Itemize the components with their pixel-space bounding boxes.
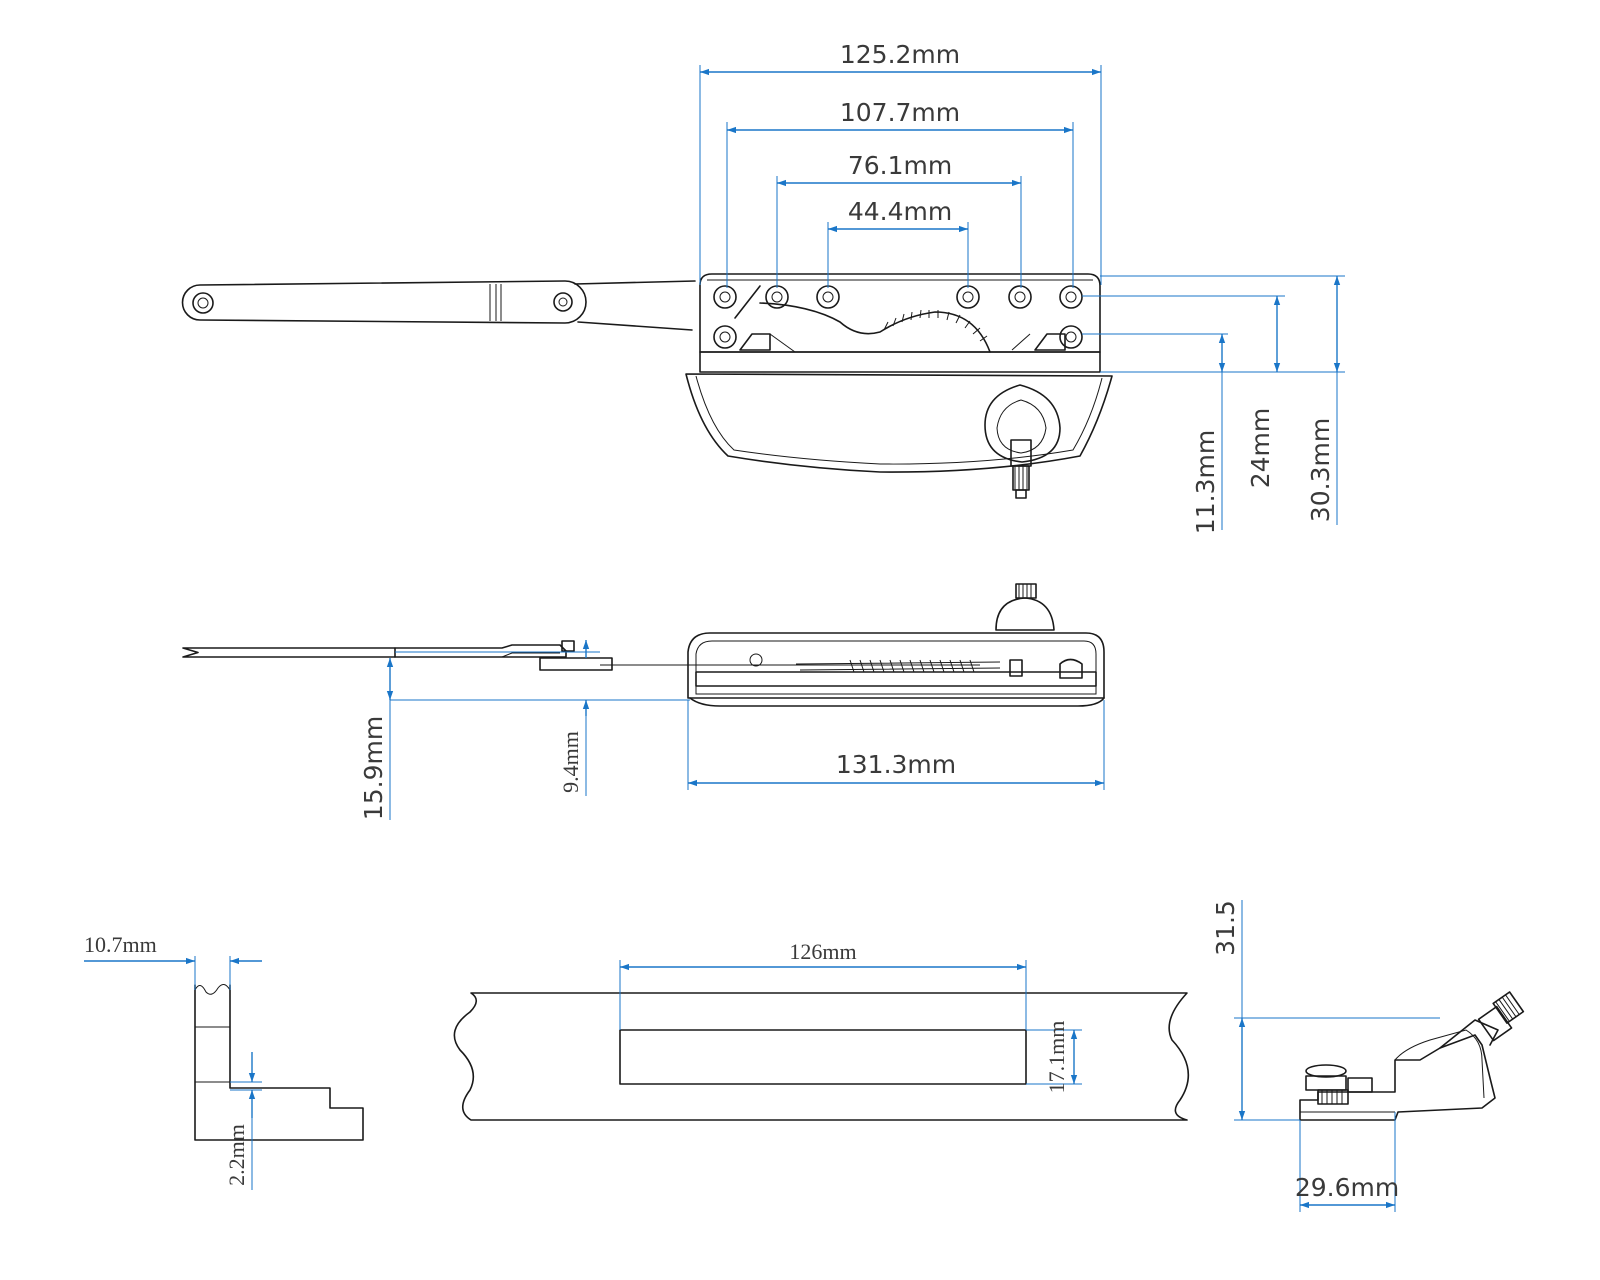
operator-cover	[685, 373, 1113, 499]
dim-slot-width: 17.1mm	[1044, 1021, 1069, 1094]
side-view-dimensions: 15.9mm 9.4mm 131.3mm	[359, 640, 1105, 820]
dim-corner-step: 2.2mm	[224, 1124, 249, 1186]
dim-corner-width: 10.7mm	[84, 932, 157, 957]
end-view-dimensions: 31.5 29.6mm	[1211, 900, 1440, 1212]
dim-height-mid: 24mm	[1246, 408, 1275, 489]
dim-hole-span-middle: 76.1mm	[848, 151, 952, 180]
dim-base-depth: 29.6mm	[1295, 1173, 1399, 1202]
corner-profile-dimensions: 10.7mm 2.2mm	[84, 932, 262, 1190]
dim-arm-thickness: 9.4mm	[558, 731, 583, 793]
side-view	[182, 583, 1105, 707]
corner-profile	[194, 984, 364, 1141]
dim-hole-span-outer: 107.7mm	[840, 98, 960, 127]
top-view-dimensions: 125.2mm 107.7mm 76.1mm 44.4mm 11.3mm 24m…	[699, 40, 1345, 534]
dim-height-total: 30.3mm	[1306, 418, 1335, 522]
dim-hole-span-inner: 44.4mm	[848, 197, 952, 226]
dim-end-height: 31.5	[1211, 900, 1240, 956]
dim-height-small: 11.3mm	[1191, 430, 1220, 534]
mounting-holes	[713, 285, 1083, 349]
sash-cutout-dimensions: 126mm 17.1mm	[619, 939, 1082, 1094]
dim-arm-offset: 15.9mm	[359, 716, 388, 820]
dim-slot-length: 126mm	[789, 939, 856, 964]
dim-width-overall: 125.2mm	[840, 40, 960, 69]
top-view	[181, 273, 1113, 499]
dim-base-length: 131.3mm	[836, 750, 956, 779]
end-view	[1299, 991, 1525, 1121]
operator-base	[699, 273, 1101, 373]
sash-cutout	[453, 992, 1190, 1121]
slot-opening	[619, 1029, 1027, 1085]
operator-arm	[181, 280, 696, 331]
